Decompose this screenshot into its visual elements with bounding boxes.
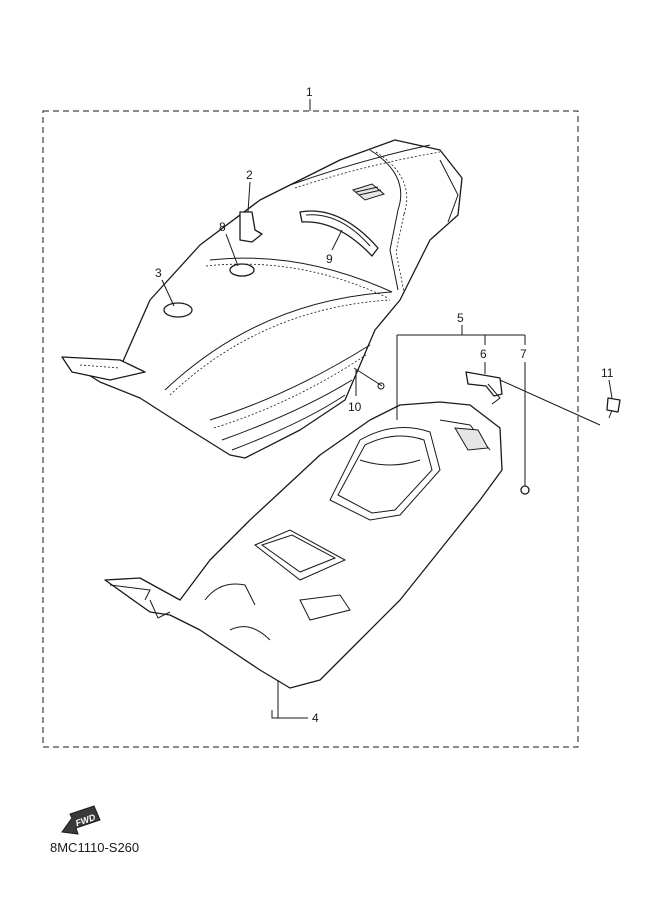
seat-base[interactable]: [104, 401, 503, 689]
callout-9: 9: [326, 252, 333, 266]
part-2-clip: [239, 211, 263, 243]
part-6-bracket[interactable]: [465, 371, 503, 405]
callout-7: 7: [520, 347, 527, 361]
callout-11: 11: [601, 366, 614, 380]
callout-1: 1: [306, 85, 313, 99]
part-3-damper: [163, 302, 193, 318]
part-4-clip[interactable]: [271, 710, 298, 719]
kit-boundary: [42, 110, 579, 748]
part-7-nut[interactable]: [520, 485, 530, 495]
fwd-arrow-icon: FWD: [61, 805, 101, 835]
callout-10: 10: [348, 400, 362, 414]
callout-8: 8: [219, 220, 226, 234]
callout-5: 5: [457, 311, 464, 325]
callout-2: 2: [246, 168, 253, 182]
part-8-damper: [229, 263, 255, 277]
seat-assembly[interactable]: [61, 139, 463, 459]
drawing-code: 8MC1110-S260: [50, 840, 139, 855]
part-10-wire[interactable]: [353, 367, 385, 390]
callout-3: 3: [155, 266, 162, 280]
callout-6: 6: [480, 347, 487, 361]
leader-lines: [161, 99, 613, 719]
part-11-bolt[interactable]: [606, 397, 621, 419]
callout-4: 4: [312, 711, 319, 725]
